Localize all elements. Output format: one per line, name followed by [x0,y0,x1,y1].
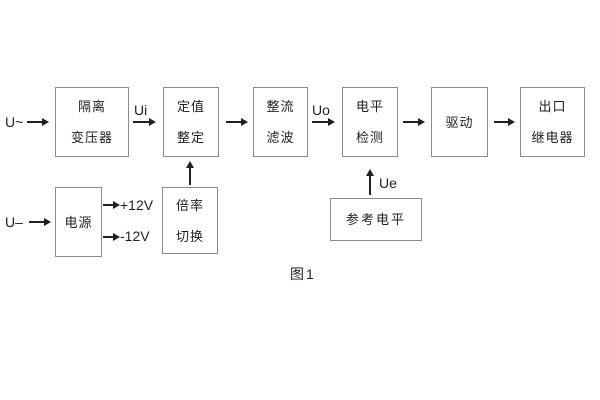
arrow-head [186,161,194,168]
arrow-head [508,118,515,126]
block-label: 隔离 [77,99,106,114]
block-level-detect: 电平 检测 [342,87,398,157]
arrow-shaft [226,121,241,123]
arrow-head [241,118,248,126]
arrow-head [113,233,120,241]
arrow-isolation-transformer-to-setting-adjust [133,117,156,127]
arrow-ratio-switch-to-setting-adjust [185,161,195,185]
block-label: 驱动 [445,114,474,130]
arrow-reference-level-to-level-detect [365,169,375,195]
arrow-power-supply-to-plus-12v [103,200,120,210]
block-rectify-filter: 整流 滤波 [253,87,308,157]
arrow-shaft [103,204,113,206]
arrow-shaft [103,236,113,238]
block-output-relay: 出口 继电器 [520,87,585,157]
block-label: 滤波 [266,130,295,145]
block-label: 整流 [266,99,295,114]
figure-caption: 图1 [290,266,316,282]
label-uo: Uo [312,102,330,118]
arrow-rectify-filter-to-level-detect [312,117,335,127]
label-plus-12v: +12V [120,197,154,213]
arrow-shaft [312,121,328,123]
arrow-head [328,118,335,126]
block-drive: 驱动 [431,87,488,157]
arrow-shaft [189,168,191,185]
block-label: 倍率 [175,197,204,213]
block-label: 电平 [355,99,384,114]
arrow-shaft [403,121,418,123]
arrow-head [366,169,374,176]
arrow-power-supply-to-minus-12v [103,232,120,242]
block-label: 变压器 [70,130,113,145]
arrow-setting-adjust-to-rectify-filter [226,117,248,127]
block-label: 参考电平 [345,212,406,227]
label-ui: Ui [134,102,148,118]
arrow-shaft [494,121,508,123]
arrow-drive-to-output-relay [494,117,515,127]
arrow-head [418,118,425,126]
block-label: 定值 [176,99,205,114]
block-power-supply: 电源 [55,187,102,257]
block-reference-level: 参考电平 [330,198,422,241]
arrow-shaft [133,121,149,123]
arrow-head [44,218,51,226]
arrow-shaft [29,221,44,223]
block-ratio-switch: 倍率 切换 [162,187,218,254]
block-label: 出口 [538,99,567,114]
label-ue: Ue [379,175,397,191]
block-label: 继电器 [531,130,574,145]
block-label: 整定 [176,130,205,145]
arrow-level-detect-to-drive [403,117,425,127]
arrow-shaft [369,176,371,195]
arrow-head [149,118,156,126]
block-label: 切换 [175,228,204,244]
block-label: 电源 [64,214,93,230]
label-minus-12v: -12V [120,228,150,244]
arrow-shaft [27,121,42,123]
arrow-dc-input-to-power-supply [29,217,51,227]
label-ac-input: U~ [5,114,24,130]
arrow-head [42,118,49,126]
block-label: 检测 [355,130,384,145]
label-dc-input: U– [5,214,23,230]
arrow-head [113,201,120,209]
block-isolation-transformer: 隔离 变压器 [55,87,129,157]
arrow-ac-input-to-isolation-transformer [27,117,49,127]
block-setting-adjust: 定值 整定 [163,87,219,157]
